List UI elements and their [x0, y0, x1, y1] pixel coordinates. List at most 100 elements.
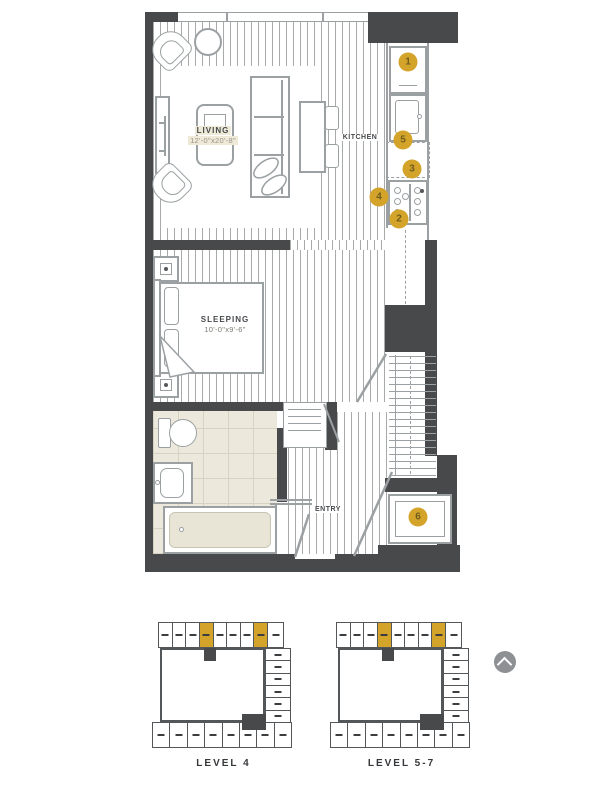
sofa-cushion-line: [254, 116, 284, 118]
unit-number-mark: [274, 653, 282, 656]
callout-3[interactable]: 3: [402, 159, 422, 179]
unit-cell: [451, 722, 470, 748]
tub-edge-line: [275, 504, 277, 554]
washer-dryer-closet: [388, 494, 452, 544]
unit-number-mark: [422, 734, 430, 736]
unit-number-mark: [339, 634, 347, 636]
unit-cell: [443, 672, 469, 686]
wall-left: [145, 12, 153, 572]
unit-number-mark: [244, 734, 252, 736]
kitchen-name: KITCHEN: [340, 134, 380, 141]
elevator-stub: [204, 648, 216, 661]
entry-name: ENTRY: [313, 506, 343, 513]
unit-cell: [404, 622, 419, 648]
living-dims: 12'-0"x20'-8": [188, 136, 238, 145]
unit-cell: [239, 622, 255, 648]
kitchen-wall-edge: [427, 43, 429, 240]
unit-number-mark: [261, 734, 269, 736]
callout-1[interactable]: 1: [398, 52, 418, 72]
unit-cell: [267, 622, 284, 648]
unit-cell: [399, 722, 418, 748]
wall-bedroom-bath: [153, 402, 285, 411]
console-shelf: [159, 122, 166, 124]
unit-cell: [221, 722, 240, 748]
callout-4[interactable]: 4: [369, 187, 389, 207]
unit-number-mark: [405, 734, 413, 736]
unit-cell: [273, 722, 292, 748]
burner: [394, 187, 401, 194]
kitchen-faucet: [417, 114, 422, 119]
unit-cell: [443, 697, 469, 711]
unit-number-mark: [189, 634, 197, 636]
vanity-sink: [160, 468, 184, 498]
wall-top-left: [145, 12, 180, 22]
unit-number-mark: [175, 734, 183, 736]
unit-number-mark: [421, 634, 429, 636]
unit-number-mark: [157, 734, 165, 736]
wall-bath-right: [277, 428, 287, 502]
living-room-label: LIVING 12'-0"x20'-8": [170, 126, 256, 146]
bath-threshold: [270, 499, 312, 501]
bar-stool: [325, 144, 339, 168]
unit-cell: [152, 722, 171, 748]
unit-number-mark: [335, 734, 343, 736]
lamp-dot: [164, 383, 168, 387]
callout-5[interactable]: 5: [393, 130, 413, 150]
sofa-cushion-line: [254, 154, 284, 156]
north-chevron: [496, 656, 513, 673]
bathtub: [163, 506, 277, 554]
unit-number-mark: [227, 734, 235, 736]
unit-cell: [265, 660, 291, 674]
wall-living-bedroom: [153, 240, 290, 250]
unit-cell: [349, 622, 365, 648]
sleeping-name: SLEEPING: [200, 315, 250, 324]
unit-cell: [445, 622, 462, 648]
burner: [394, 198, 401, 205]
coffee-table: [196, 104, 234, 166]
burner: [414, 198, 421, 205]
unit-cell: [169, 722, 188, 748]
wall-right-upper: [425, 240, 437, 305]
lamp-dot: [164, 267, 168, 271]
north-compass-icon: [494, 651, 516, 673]
unit-number-mark: [407, 634, 415, 636]
unit-cell: [186, 722, 206, 748]
unit-number-mark: [353, 634, 361, 636]
unit-cell: [443, 660, 469, 674]
unit-number-mark: [452, 715, 460, 718]
closet-divider: [395, 355, 396, 476]
unit-cell: [443, 648, 469, 662]
callout-6[interactable]: 6: [408, 507, 428, 527]
linen-closet: [283, 402, 327, 448]
unit-number-mark: [192, 734, 200, 736]
bathtub-drain: [179, 527, 184, 532]
unit-number-mark: [370, 734, 378, 736]
unit-cell: [265, 685, 291, 699]
wall-top-right-block: [368, 12, 458, 43]
callout-2[interactable]: 2: [389, 209, 409, 229]
window-mullion: [322, 13, 324, 21]
unit-number-mark: [272, 634, 279, 636]
unit-cell: [443, 709, 469, 723]
round-side-table: [194, 28, 222, 56]
stair-block: [420, 714, 444, 730]
unit-number-mark: [450, 634, 457, 636]
unit-number-mark: [452, 678, 460, 681]
unit-number-mark: [243, 634, 251, 636]
keyplan-label-level-4: LEVEL 4: [196, 758, 251, 769]
unit-number-mark: [279, 734, 287, 736]
living-name: LIVING: [194, 126, 232, 135]
unit-number-mark: [394, 634, 402, 636]
unit-cell-highlighted: [253, 622, 268, 648]
unit-cell: [330, 722, 349, 748]
unit-number-mark: [216, 634, 224, 636]
wall-mid-right-block: [385, 305, 437, 352]
bath-threshold: [270, 503, 312, 505]
unit-cell: [363, 622, 378, 648]
unit-number-mark: [353, 734, 361, 736]
unit-cell: [158, 622, 173, 648]
burner: [414, 209, 421, 216]
wall-above-washer: [385, 478, 437, 492]
